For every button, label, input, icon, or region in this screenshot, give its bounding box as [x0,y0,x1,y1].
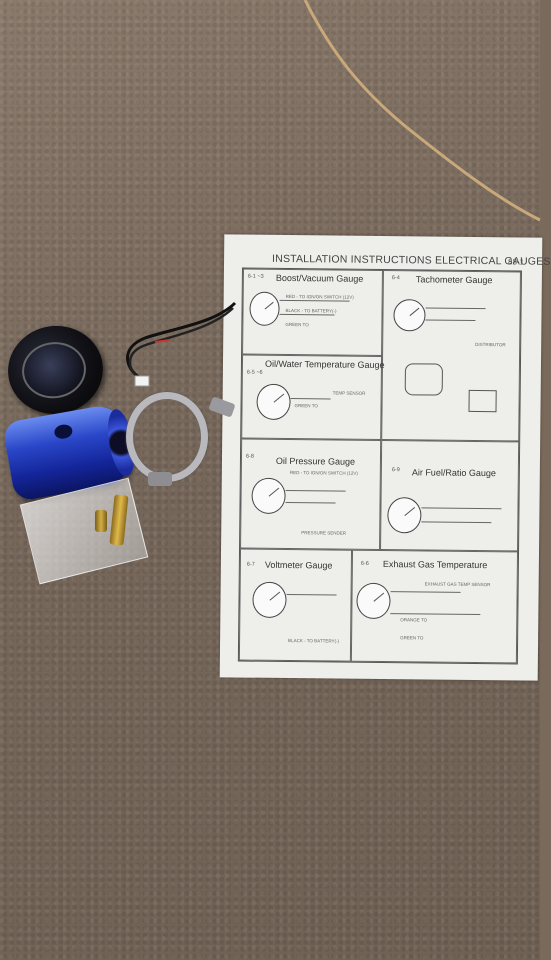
sheet-page-number: 88-1 [507,257,525,267]
cell-air-fuel: 6-9 Air Fuel/Ratio Gauge [380,440,520,552]
battery-diagram [468,389,497,413]
instruction-sheet: INSTALLATION INSTRUCTIONS ELECTRICAL GAU… [219,234,551,681]
adapter-port [53,423,74,441]
tachometer-label: Tachometer Gauge [415,274,493,286]
diagram-grid: 6-1 ~3 Boost/Vacuum Gauge RED - TO IGN/O… [237,267,522,665]
cell-boost: 6-1 ~3 Boost/Vacuum Gauge RED - TO IGN/O… [242,268,383,357]
exhaust-gas-label: Exhaust Gas Temperature [382,559,488,571]
coil-diagram [404,363,443,396]
hose-clamp [126,392,208,482]
sensor-cable [126,301,237,387]
air-fuel-label: Air Fuel/Ratio Gauge [411,467,496,479]
cell-voltmeter: 6-7 Voltmeter Gauge BLACK - TO BATTERY(-… [238,548,353,662]
gauge-face [18,338,90,403]
cell-oil-water-temp: 6-5 ~6 Oil/Water Temperature Gauge GREEN… [241,354,385,441]
exhaust-dial [356,582,391,620]
oil-pressure-label: Oil Pressure Gauge [275,455,356,467]
air-fuel-dial [387,497,422,534]
cell-exhaust-gas: 6-6 Exhaust Gas Temperature EXHAUST GAS … [350,549,519,664]
voltmeter-dial [252,581,287,619]
temp-dial [256,383,291,421]
clamp-screw [148,472,172,486]
power-cord [303,0,541,222]
boost-dial [249,291,280,326]
brass-adapter [95,510,107,532]
oil-pressure-dial [251,477,286,515]
boost-gauge-label: Boost/Vacuum Gauge [275,272,364,284]
temp-gauge-label: Oil/Water Temperature Gauge [264,358,385,371]
tach-dial [393,299,426,332]
cell-oil-pressure: 6-8 Oil Pressure Gauge RED - TO IGN/ON S… [240,438,382,550]
voltmeter-label: Voltmeter Gauge [264,559,333,571]
cell-tachometer: 6-4 Tachometer Gauge DISTRIBUTOR [381,270,521,442]
